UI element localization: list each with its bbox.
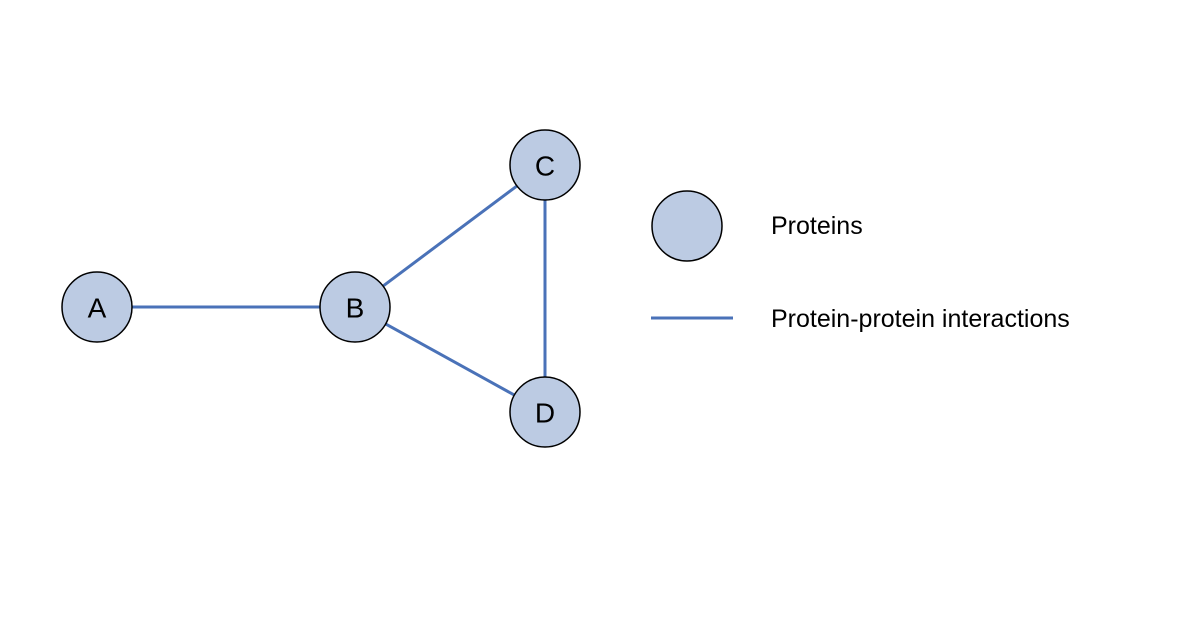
edge-b-c — [382, 184, 518, 288]
nodes: A B C D — [61, 129, 581, 448]
edges — [132, 184, 547, 397]
node-circle — [319, 271, 391, 343]
legend-node-label: Proteins — [771, 212, 863, 240]
node-circle — [509, 129, 581, 201]
node-circle — [509, 376, 581, 448]
node-label: B — [346, 293, 365, 324]
node-label: C — [535, 151, 555, 182]
legend-node-symbol — [651, 190, 723, 262]
node-a: A — [61, 271, 133, 343]
legend-edge-label: Protein-protein interactions — [771, 305, 1070, 333]
node-c: C — [509, 129, 581, 201]
node-label: D — [535, 398, 555, 429]
node-b: B — [319, 271, 391, 343]
legend: Proteins Protein-protein interactions — [651, 190, 1070, 333]
node-d: D — [509, 376, 581, 448]
edge-b-d — [384, 322, 516, 397]
node-label: A — [88, 293, 107, 324]
node-circle — [61, 271, 133, 343]
